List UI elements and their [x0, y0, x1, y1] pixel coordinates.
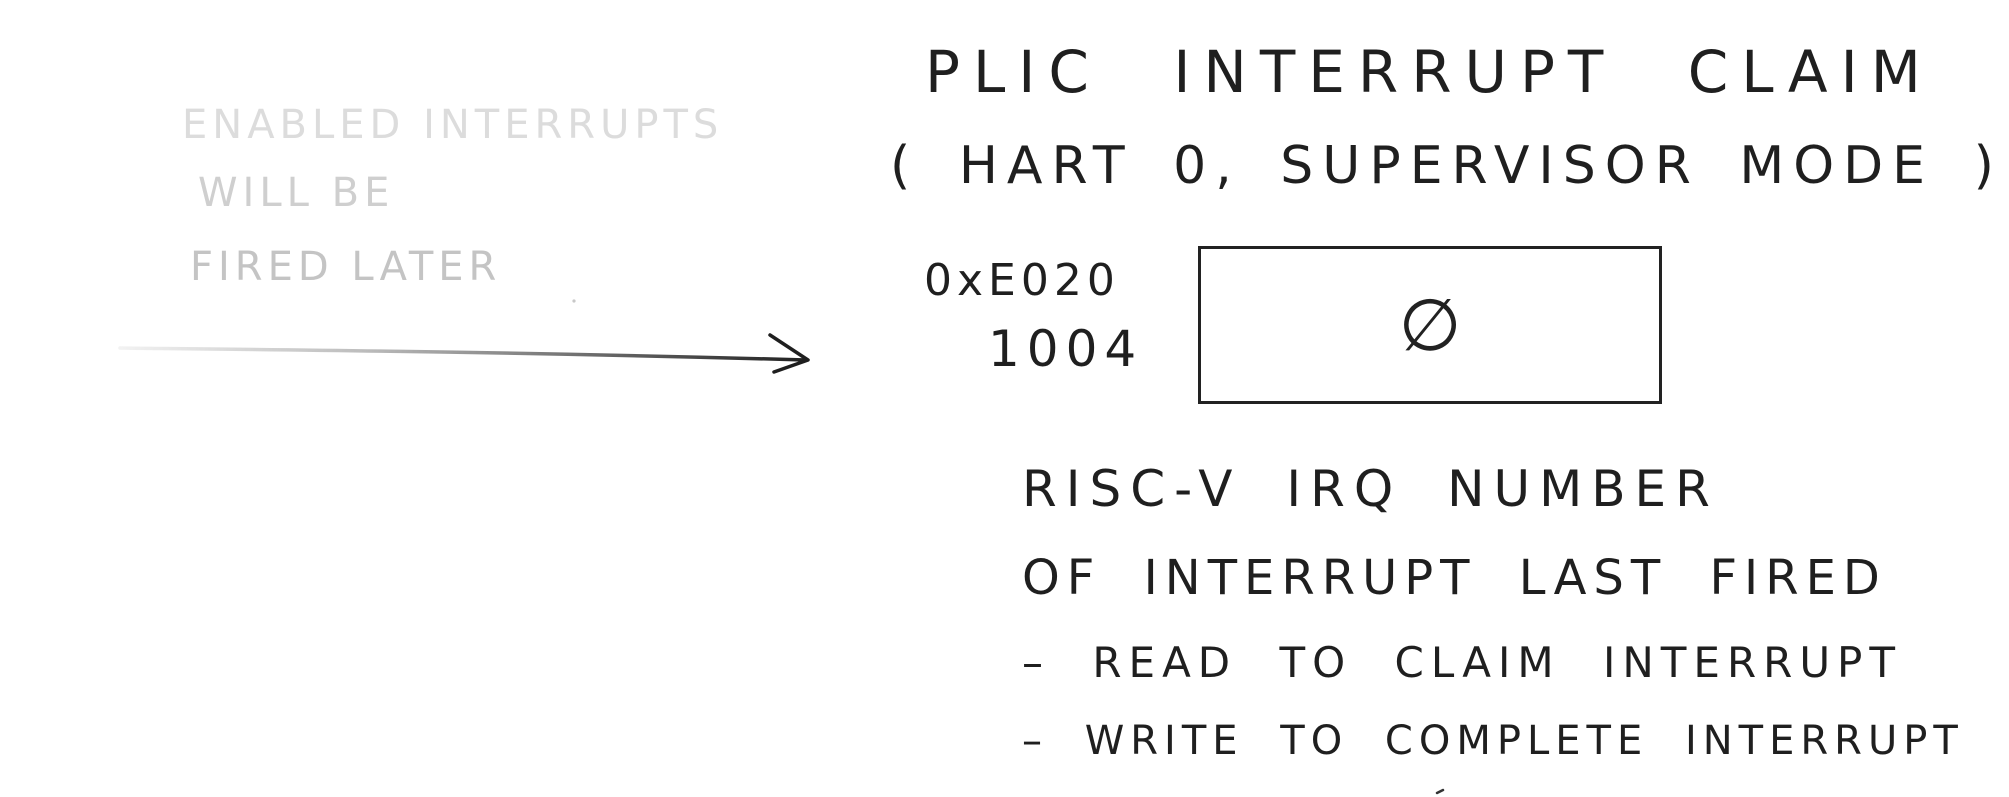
arrow-head: [768, 333, 810, 374]
register-value: ∅: [1398, 283, 1462, 367]
register-box: ∅: [1198, 246, 1662, 404]
register-address-line-2: 1004: [988, 320, 1144, 378]
title-line-2: ( HART 0, SUPERVISOR MODE ): [890, 136, 2003, 196]
note-line-1: ENABLED INTERRUPTS: [182, 102, 724, 148]
description-bullet-2: – WRITE TO COMPLETE INTERRUPT: [1022, 718, 1964, 764]
title-line-1: PLIC INTERRUPT CLAIM: [925, 38, 1934, 106]
register-address-line-1: 0xE020: [924, 255, 1120, 306]
arrow-shaft: [118, 346, 808, 362]
description-line-2: OF INTERRUPT LAST FIRED: [1022, 550, 1887, 606]
description-line-1: RISC-V IRQ NUMBER: [1022, 460, 1719, 518]
note-line-3: FIRED LATER: [190, 244, 502, 290]
note-line-2: WILL BE: [198, 170, 395, 216]
description-bullet-1: – READ TO CLAIM INTERRUPT: [1022, 638, 1903, 687]
